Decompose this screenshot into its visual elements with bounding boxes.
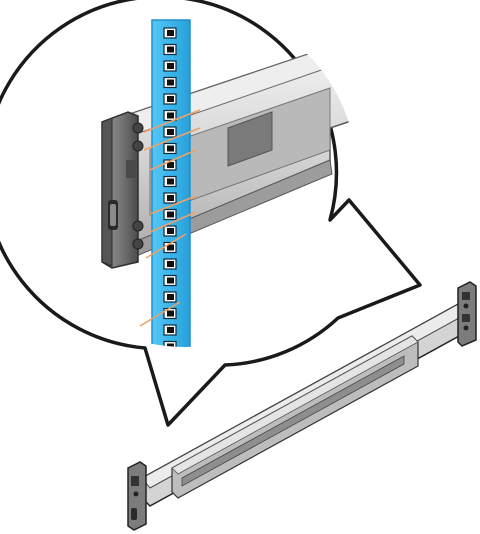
pin-guide-line: [143, 109, 201, 133]
square-hole: [163, 142, 177, 155]
square-hole: [163, 93, 177, 105]
pin-guide-line: [143, 127, 201, 151]
square-hole: [163, 126, 177, 138]
square-hole: [163, 324, 177, 336]
inner-slide-top: [171, 335, 419, 475]
pin-guide-lines: [139, 109, 201, 327]
square-hole: [163, 109, 177, 122]
square-hole: [163, 208, 177, 221]
square-hole: [163, 274, 177, 287]
rail-front-bracket: [101, 111, 144, 269]
pin-guide-line: [145, 233, 187, 259]
square-hole: [163, 291, 177, 303]
rack-post-holes: [163, 27, 177, 347]
square-hole: [163, 60, 177, 72]
square-hole: [163, 225, 177, 237]
pin-guide-line: [149, 195, 197, 215]
square-hole: [163, 175, 177, 188]
pin-guide-line: [149, 211, 197, 233]
full-rail-assembly: [127, 281, 477, 531]
square-hole: [163, 192, 177, 204]
square-hole: [163, 27, 177, 39]
square-hole: [163, 258, 177, 270]
pin-guide-line: [139, 301, 181, 327]
inner-slide-channel: [181, 355, 405, 487]
square-hole: [163, 76, 177, 89]
square-hole: [163, 43, 177, 56]
zoomed-detail: [101, 19, 357, 347]
rear-bracket: [457, 281, 477, 347]
zoomed-rail-slot: [227, 111, 273, 167]
front-bracket: [127, 461, 147, 531]
pin-guide-line: [149, 149, 197, 171]
square-hole: [163, 159, 177, 171]
